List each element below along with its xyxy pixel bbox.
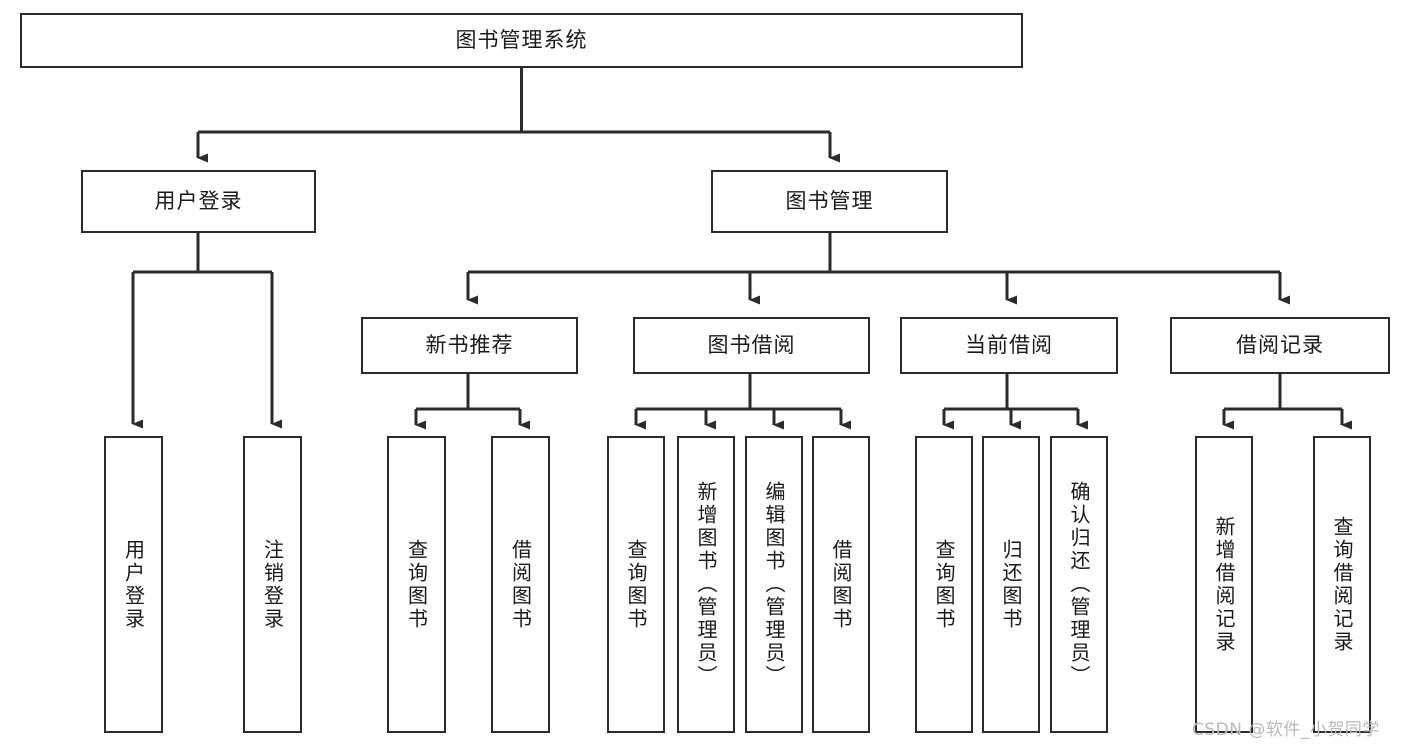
node-borrow-record-label: 借阅记录 [1236, 333, 1324, 358]
node-leaf-return-book[interactable]: 归还图书 [982, 436, 1040, 733]
node-leaf-query-book-3-label: 查询图书 [932, 538, 956, 631]
node-leaf-confirm-return-label: 确认归还（管理员） [1067, 481, 1091, 688]
node-leaf-return-book-label: 归还图书 [999, 538, 1023, 631]
node-book-management[interactable]: 图书管理 [711, 170, 948, 233]
node-leaf-query-book-2-label: 查询图书 [624, 538, 648, 631]
node-leaf-user-logout[interactable]: 注销登录 [243, 436, 302, 733]
node-leaf-borrow-book-1-label: 借阅图书 [508, 538, 533, 631]
node-user-login[interactable]: 用户登录 [81, 170, 316, 233]
node-leaf-add-book[interactable]: 新增图书（管理员） [677, 436, 735, 733]
node-borrow-record[interactable]: 借阅记录 [1170, 317, 1390, 374]
node-user-login-label: 用户登录 [154, 189, 243, 214]
node-book-borrow-label: 图书借阅 [707, 333, 796, 358]
node-current-borrow[interactable]: 当前借阅 [900, 317, 1118, 374]
node-leaf-query-book-2[interactable]: 查询图书 [607, 436, 665, 733]
node-root-label: 图书管理系统 [455, 28, 588, 53]
node-book-borrow[interactable]: 图书借阅 [633, 317, 870, 374]
node-leaf-edit-book-label: 编辑图书（管理员） [762, 481, 786, 688]
node-leaf-borrow-book-2-label: 借阅图书 [829, 538, 853, 631]
node-leaf-borrow-book-1[interactable]: 借阅图书 [491, 436, 550, 733]
node-book-management-label: 图书管理 [785, 189, 874, 214]
node-leaf-borrow-book-2[interactable]: 借阅图书 [812, 436, 870, 733]
node-current-borrow-label: 当前借阅 [965, 333, 1053, 358]
node-new-book-recommend[interactable]: 新书推荐 [361, 317, 578, 374]
node-leaf-add-record[interactable]: 新增借阅记录 [1195, 436, 1253, 733]
node-new-book-recommend-label: 新书推荐 [425, 333, 514, 358]
node-leaf-query-record[interactable]: 查询借阅记录 [1313, 436, 1371, 733]
node-leaf-edit-book[interactable]: 编辑图书（管理员） [745, 436, 803, 733]
node-leaf-query-book-3[interactable]: 查询图书 [915, 436, 973, 733]
node-leaf-user-logout-label: 注销登录 [260, 538, 285, 631]
node-leaf-add-book-label: 新增图书（管理员） [694, 481, 718, 688]
node-leaf-query-book-1[interactable]: 查询图书 [387, 436, 446, 733]
node-leaf-query-book-1-label: 查询图书 [404, 538, 429, 631]
node-leaf-user-login-label: 用户登录 [121, 538, 146, 631]
node-leaf-add-record-label: 新增借阅记录 [1212, 515, 1236, 654]
node-leaf-user-login[interactable]: 用户登录 [104, 436, 163, 733]
node-leaf-query-record-label: 查询借阅记录 [1330, 515, 1354, 654]
node-leaf-confirm-return[interactable]: 确认归还（管理员） [1050, 436, 1108, 733]
node-root[interactable]: 图书管理系统 [20, 13, 1023, 68]
